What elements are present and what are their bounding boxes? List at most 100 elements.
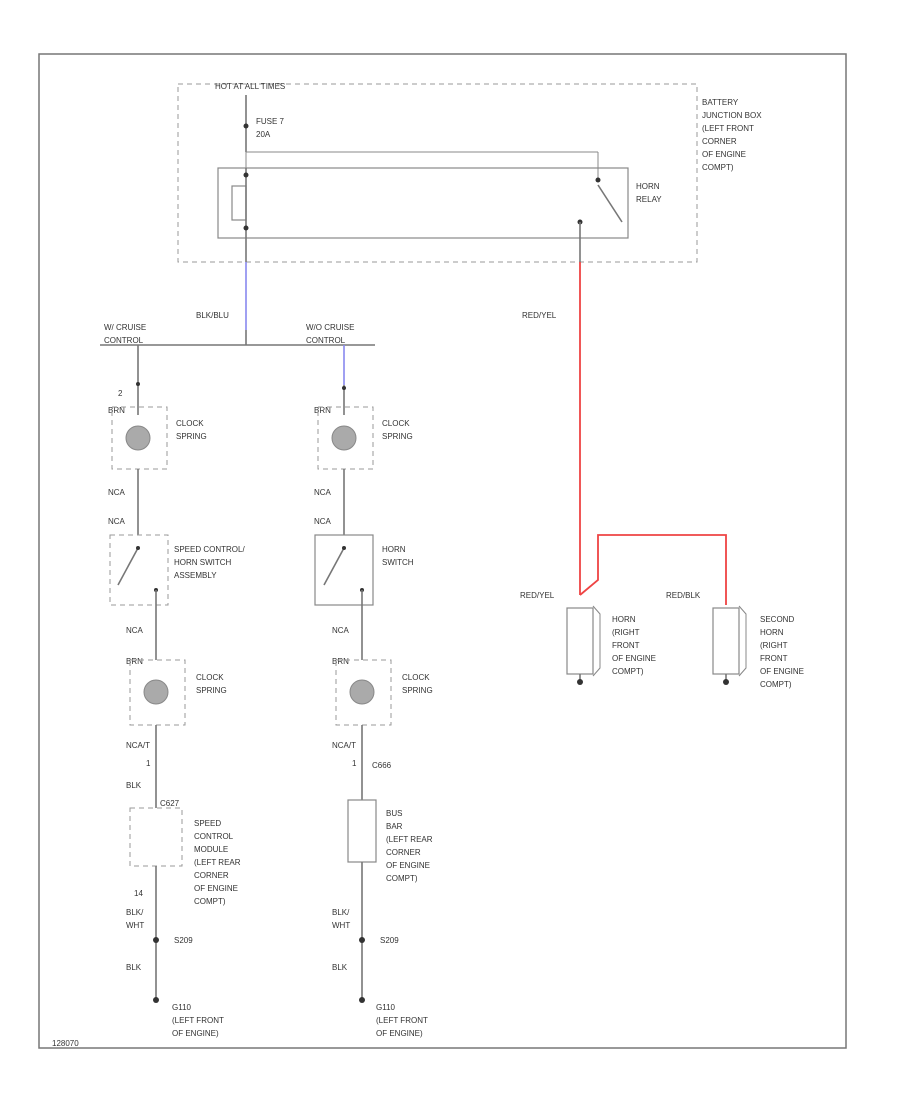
mid-conn-low: C666 (372, 761, 392, 770)
junction-box-label-6: COMPT) (702, 163, 734, 172)
mid-switch-top-dot (342, 546, 346, 550)
left-conn-dot-1 (136, 382, 140, 386)
left-wire3-label: NCA (126, 626, 144, 635)
horn1-bell (592, 605, 601, 677)
mid-busbar-label-6: COMPT) (386, 874, 418, 883)
left-pin-2: 2 (118, 389, 123, 398)
left-module-label-4: (LEFT REAR (194, 858, 241, 867)
mid-clock1-icon (331, 425, 357, 451)
horn2-label-2: HORN (760, 628, 784, 637)
left-clock1-label-1: CLOCK (176, 419, 204, 428)
fuse-label-1: FUSE 7 (256, 117, 285, 126)
left-switch-label-3: ASSEMBLY (174, 571, 217, 580)
fuse-label-2: 20A (256, 130, 271, 139)
red-yel-horn-label: RED/YEL (520, 591, 555, 600)
mid-clock2-outline (335, 659, 392, 726)
left-module-label-1: SPEED (194, 819, 221, 828)
mid-switch-label-1: HORN (382, 545, 406, 554)
mid-switch-box (314, 534, 374, 606)
left-module-label-3: MODULE (194, 845, 228, 854)
relay-coil (231, 185, 247, 221)
left-module-label-7: COMPT) (194, 897, 226, 906)
mid-busbar-label-2: BAR (386, 822, 403, 831)
mid-busbar (347, 799, 377, 863)
red-blk-label: RED/BLK (666, 591, 701, 600)
horn2-label-5: OF ENGINE (760, 667, 804, 676)
mid-title-1: W/O CRUISE (306, 323, 354, 332)
mid-clock2-label-2: SPRING (402, 686, 433, 695)
left-clock1-label-2: SPRING (176, 432, 207, 441)
mid-switch-label-2: SWITCH (382, 558, 414, 567)
left-pin-1: 1 (146, 759, 151, 768)
mid-blkwht-label-2: WHT (332, 921, 350, 930)
left-ground-label-2: (LEFT FRONT (172, 1016, 224, 1025)
horn1-label-2: (RIGHT (612, 628, 640, 637)
horn-relay-label-2: RELAY (636, 195, 662, 204)
mid-pin-1: 1 (352, 759, 357, 768)
left-clock1-icon (125, 425, 151, 451)
horn2-ground-dot (723, 679, 729, 685)
mid-wire3-label: NCA (332, 626, 350, 635)
mid-ground-label-1: G110 (376, 1003, 396, 1012)
left-pin-14: 14 (134, 889, 143, 898)
red-yel-top-label: RED/YEL (522, 311, 557, 320)
left-blkwht-label-2: WHT (126, 921, 144, 930)
mid-clock2-label-1: CLOCK (402, 673, 430, 682)
mid-splice-label: S209 (380, 936, 399, 945)
mid-busbar-label-3: (LEFT REAR (386, 835, 433, 844)
mid-blk2-label: BLK (332, 963, 348, 972)
mid-clock1-outline (317, 406, 374, 470)
horn1-label-5: COMPT) (612, 667, 644, 676)
left-title-2: CONTROL (104, 336, 144, 345)
left-conn-mid: BRN (126, 657, 143, 666)
mid-title-2: CONTROL (306, 336, 346, 345)
mid-conn-mid: BRN (332, 657, 349, 666)
mid-busbar-label-4: CORNER (386, 848, 421, 857)
relay-switch-arm (597, 184, 623, 223)
left-blk2-label: BLK (126, 963, 142, 972)
diagram-border (38, 53, 847, 1049)
mid-ground-label-3: OF ENGINE) (376, 1029, 423, 1038)
mid-conn-dot-1 (342, 386, 346, 390)
left-wire1-label: NCA (108, 488, 126, 497)
horn2-bell (738, 605, 747, 677)
mid-busbar-label-5: OF ENGINE (386, 861, 430, 870)
left-switch-outline (109, 534, 169, 606)
horn-relay-box (217, 167, 629, 239)
blk-blu-label: BLK/BLU (196, 311, 229, 320)
mid-ground-dot (359, 997, 365, 1003)
mid-wire1-label: NCA (314, 488, 332, 497)
left-wire4-label: NCA/T (126, 741, 150, 750)
left-conn-top: BRN (108, 406, 125, 415)
mid-conn-top: BRN (314, 406, 331, 415)
left-splice-label: S209 (174, 936, 193, 945)
horn2-body (712, 607, 740, 675)
left-switch-label-2: HORN SWITCH (174, 558, 232, 567)
junction-box-label-4: CORNER (702, 137, 737, 146)
left-ground-dot (153, 997, 159, 1003)
mid-clock2-icon (349, 679, 375, 705)
horn1-label-1: HORN (612, 615, 636, 624)
left-title-1: W/ CRUISE (104, 323, 146, 332)
junction-box-label-1: BATTERY (702, 98, 739, 107)
fuse-dot (243, 123, 249, 129)
left-switch-top-dot (136, 546, 140, 550)
left-module-label-6: OF ENGINE (194, 884, 238, 893)
left-clock1-outline (111, 406, 168, 470)
left-clock2-label-2: SPRING (196, 686, 227, 695)
left-switch-label-1: SPEED CONTROL/ (174, 545, 245, 554)
horn2-label-1: SECOND (760, 615, 794, 624)
junction-box-label-3: (LEFT FRONT (702, 124, 754, 133)
horn-relay-label-1: HORN (636, 182, 660, 191)
mid-switch-arm (323, 547, 345, 586)
left-module-label-5: CORNER (194, 871, 229, 880)
horn2-label-3: (RIGHT (760, 641, 788, 650)
mid-busbar-label-1: BUS (386, 809, 402, 818)
left-blkwht-label-1: BLK/ (126, 908, 144, 917)
relay-coil-top-dot (243, 172, 249, 178)
left-ground-label-3: OF ENGINE) (172, 1029, 219, 1038)
horn1-ground-dot (577, 679, 583, 685)
diagram-code: 128070 (52, 1039, 79, 1048)
mid-ground-label-2: (LEFT FRONT (376, 1016, 428, 1025)
